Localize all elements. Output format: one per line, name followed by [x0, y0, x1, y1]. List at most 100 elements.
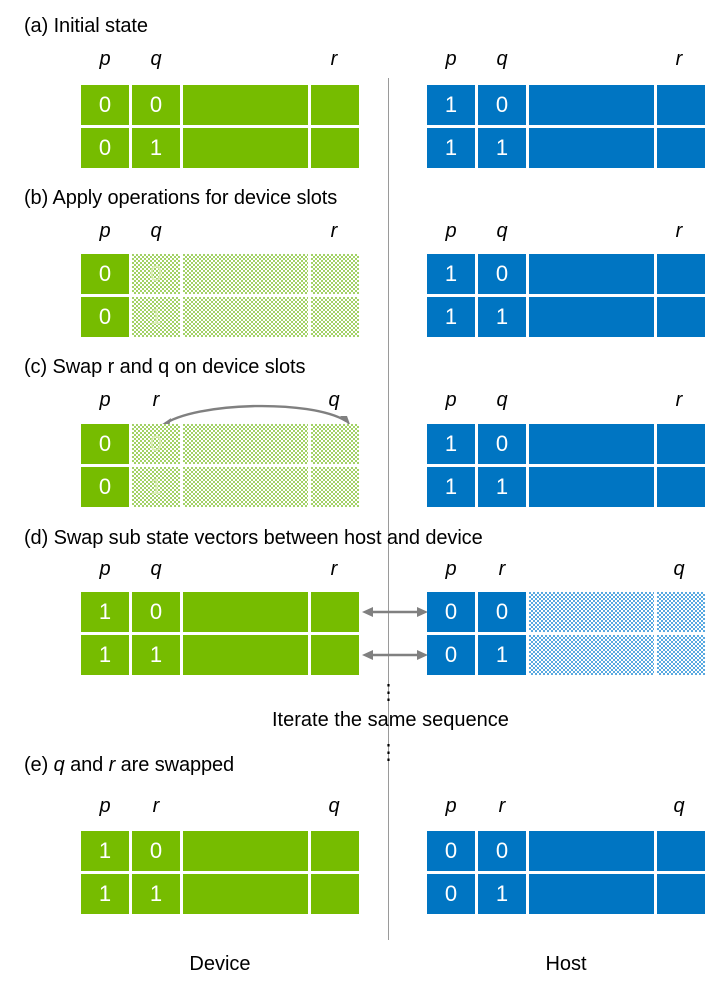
panel-e-title-prefix: (e)	[24, 754, 54, 776]
panel-e-host-cell-r-row0: 0	[478, 831, 526, 871]
panel-b-device-cell-q-row1: 1	[132, 297, 180, 337]
panel-c-host-cell-wide-row1	[529, 467, 654, 507]
panel-e-device-cell-q-row0	[311, 831, 359, 871]
panel-b-device-cell-q-row0: 0	[132, 254, 180, 294]
transfer-arrow-row1-icon	[362, 650, 428, 660]
panel-d-host-cell-p-row1: 0	[427, 635, 475, 675]
panel-b-host-header-p: p	[445, 220, 457, 242]
panel-d-device-cell-wide-row1	[183, 635, 308, 675]
panel-c-host-header-p: p	[445, 389, 457, 411]
panel-e-title-suffix: are swapped	[115, 754, 235, 776]
panel-a-device-cell-wide-row1	[183, 128, 308, 168]
panel-b-host-cell-r-row0	[657, 254, 705, 294]
panel-a-device-header-r: r	[330, 48, 338, 70]
panel-b-device-header-p: p	[99, 220, 111, 242]
panel-d-device-cell-p-row0: 1	[81, 592, 129, 632]
panel-d-host-cell-p-row0: 0	[427, 592, 475, 632]
panel-e-host-cell-q-row0	[657, 831, 705, 871]
panel-c-device-header-p: p	[99, 389, 111, 411]
panel-d-device-cell-p-row1: 1	[81, 635, 129, 675]
panel-c-host-cell-p-row1: 1	[427, 467, 475, 507]
panel-e-host-cell-p-row0: 0	[427, 831, 475, 871]
panel-c-device-cell-wide-row1	[183, 467, 308, 507]
panel-a-device-cell-p-row1: 0	[81, 128, 129, 168]
iterate-label: Iterate the same sequence	[272, 709, 509, 731]
panel-e-device-cell-p-row0: 1	[81, 831, 129, 871]
panel-a-host-cell-wide-row1	[529, 128, 654, 168]
panel-b-host-header-r: r	[675, 220, 683, 242]
panel-e-title-q: q	[53, 754, 65, 776]
panel-d-host-header-r: r	[498, 558, 506, 580]
panel-c-device-cell-q-row0	[311, 424, 359, 464]
panel-e-device-cell-r-row0: 0	[132, 831, 180, 871]
panel-d-device-header-q: q	[150, 558, 162, 580]
panel-d-device-cell-q-row0: 0	[132, 592, 180, 632]
panel-b-host-cell-q-row0: 0	[478, 254, 526, 294]
panel-c-host-cell-wide-row0	[529, 424, 654, 464]
panel-b-host-cell-wide-row0	[529, 254, 654, 294]
device-host-divider	[388, 78, 389, 940]
panel-b-device-cell-p-row0: 0	[81, 254, 129, 294]
panel-c-host-cell-p-row0: 1	[427, 424, 475, 464]
panel-d-title: (d) Swap sub state vectors between host …	[24, 527, 483, 549]
transfer-arrow-row0-icon	[362, 607, 428, 617]
panel-e-host-header-q: q	[673, 795, 685, 817]
panel-e-device-cell-r-row1: 1	[132, 874, 180, 914]
panel-a-host-cell-q-row1: 1	[478, 128, 526, 168]
panel-c-host-cell-q-row0: 0	[478, 424, 526, 464]
panel-a-host-header-p: p	[445, 48, 457, 70]
panel-d-host-cell-r-row0: 0	[478, 592, 526, 632]
panel-b-device-cell-r-row1	[311, 297, 359, 337]
panel-e-host-cell-r-row1: 1	[478, 874, 526, 914]
panel-d-device-cell-q-row1: 1	[132, 635, 180, 675]
panel-d-host-cell-r-row1: 1	[478, 635, 526, 675]
panel-b-host-cell-q-row1: 1	[478, 297, 526, 337]
panel-a-host-cell-r-row0	[657, 85, 705, 125]
panel-e-host-header-r: r	[498, 795, 506, 817]
panel-e-host-cell-wide-row0	[529, 831, 654, 871]
panel-b-host-cell-r-row1	[657, 297, 705, 337]
panel-a-device-header-p: p	[99, 48, 111, 70]
panel-b-host-header-q: q	[496, 220, 508, 242]
panel-e-title-mid: and	[64, 754, 109, 776]
panel-d-host-cell-q-row0	[657, 592, 705, 632]
panel-a-device-cell-p-row0: 0	[81, 85, 129, 125]
panel-b-device-header-r: r	[330, 220, 338, 242]
panel-c-host-cell-r-row0	[657, 424, 705, 464]
panel-d-device-header-p: p	[99, 558, 111, 580]
panel-e-host-cell-p-row1: 0	[427, 874, 475, 914]
panel-b-host-cell-p-row1: 1	[427, 297, 475, 337]
panel-c-host-header-q: q	[496, 389, 508, 411]
panel-a-device-cell-q-row1: 1	[132, 128, 180, 168]
bottom-label-device: Device	[189, 953, 251, 975]
panel-e-title: (e) q and r are swapped	[24, 753, 234, 777]
panel-a-host-cell-q-row0: 0	[478, 85, 526, 125]
panel-c-device-cell-p-row1: 0	[81, 467, 129, 507]
panel-d-device-cell-wide-row0	[183, 592, 308, 632]
panel-a-device-cell-r-row0	[311, 85, 359, 125]
panel-b-title: (b) Apply operations for device slots	[24, 187, 338, 209]
panel-a-host-header-r: r	[675, 48, 683, 70]
panel-d-device-cell-r-row1	[311, 635, 359, 675]
panel-d-host-header-p: p	[445, 558, 457, 580]
panel-c-device-header-q: q	[328, 389, 340, 411]
ellipsis-top: ⋮	[378, 681, 399, 704]
panel-b-device-cell-wide-row1	[183, 297, 308, 337]
panel-a-host-cell-p-row0: 1	[427, 85, 475, 125]
panel-d-host-header-q: q	[673, 558, 685, 580]
panel-d-device-cell-r-row0	[311, 592, 359, 632]
panel-e-title-r: r	[108, 754, 116, 776]
panel-e-host-cell-wide-row1	[529, 874, 654, 914]
ellipsis-bottom: ⋮	[378, 741, 399, 764]
panel-a-device-header-q: q	[150, 48, 162, 70]
panel-d-host-cell-q-row1	[657, 635, 705, 675]
panel-c-title: (c) Swap r and q on device slots	[24, 356, 306, 378]
panel-b-device-cell-wide-row0	[183, 254, 308, 294]
panel-c-device-cell-r-row0: 0	[132, 424, 180, 464]
panel-c-host-cell-q-row1: 1	[478, 467, 526, 507]
panel-a-title: (a) Initial state	[24, 15, 148, 37]
panel-e-device-cell-wide-row0	[183, 831, 308, 871]
panel-c-device-cell-q-row1	[311, 467, 359, 507]
panel-a-device-cell-wide-row0	[183, 85, 308, 125]
